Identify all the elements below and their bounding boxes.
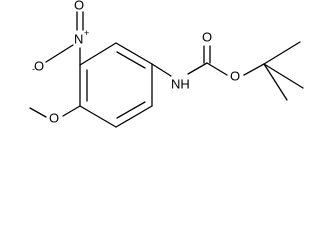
tbutyl-methyl-bond-2 <box>263 63 304 89</box>
amide-nh-label: NH <box>171 77 190 92</box>
ester-o-to-tbutyl-bond <box>243 63 265 76</box>
methoxy-oxygen-label: O <box>49 111 59 126</box>
nitro-oxygen-left-label: O <box>34 59 44 74</box>
ester-oxygen-label: O <box>230 69 240 84</box>
methoxy-methyl-bond <box>29 107 47 118</box>
nitro-group: O N + O - <box>32 0 89 74</box>
ring-double-bond-2 <box>116 101 146 119</box>
nitro-nitrogen-label: N <box>74 32 83 47</box>
ring-bond-1 <box>79 42 117 66</box>
ring-bond-2 <box>115 42 153 65</box>
carbonyl-to-ester-o-bond <box>206 62 228 76</box>
tbutyl-methyl-bond-1 <box>263 41 301 65</box>
methoxy-group: O <box>29 105 81 126</box>
tbutyl-methyl-bond-3 <box>263 63 288 101</box>
nitro-oxygen-top-label: O <box>74 0 84 13</box>
chemical-structure: O N + O - O NH O O <box>29 0 304 128</box>
ring-double-bond-1 <box>116 51 146 69</box>
ring-to-methoxy-bond <box>62 105 81 117</box>
ring-bond-5 <box>79 105 117 128</box>
ring-bond-4 <box>115 105 153 128</box>
nitro-oxygen-left-charge: - <box>32 64 35 74</box>
benzene-ring <box>79 42 153 128</box>
nitro-nitrogen-charge: + <box>84 28 89 38</box>
carbonyl-oxygen-label: O <box>202 30 212 45</box>
ring-to-nh-bond <box>151 63 172 77</box>
boc-carbamate-group: NH O O <box>151 30 304 101</box>
nitro-single-bond <box>45 44 74 63</box>
nh-to-carbonyl-bond <box>187 62 208 75</box>
